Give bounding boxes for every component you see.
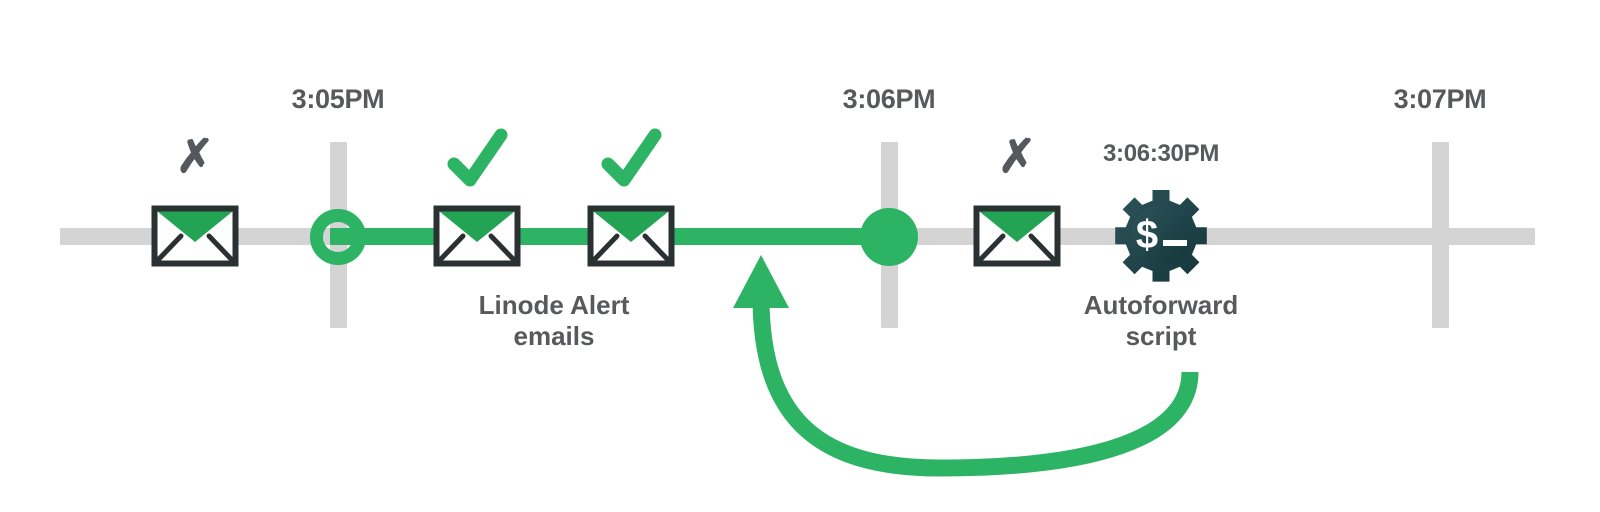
axis-tick-3-07pm xyxy=(1431,142,1449,328)
status-x-icon-event-4: ✗ xyxy=(997,130,1037,182)
axis-label-3-05pm: 3:05PM xyxy=(291,84,385,114)
envelope-icon-event-2 xyxy=(433,205,521,267)
status-x-icon-event-1: ✗ xyxy=(175,130,215,182)
status-check-icon-event-2 xyxy=(446,128,508,190)
axis-label-3-06pm: 3:06PM xyxy=(842,84,936,114)
caption-autoforward-script: Autoforward script xyxy=(1083,290,1239,351)
caption-linode-alert-emails: Linode Alert emails xyxy=(478,290,630,351)
envelope-icon-event-1 xyxy=(151,205,239,267)
circle-filled-icon-end-marker xyxy=(860,208,918,266)
envelope-icon-event-3 xyxy=(587,205,675,267)
node-time-autoforward: 3:06:30PM xyxy=(1102,140,1220,167)
gear-script-icon: $ xyxy=(1113,188,1209,284)
axis-label-3-07pm: 3:07PM xyxy=(1393,84,1487,114)
envelope-icon-event-4 xyxy=(973,205,1061,267)
svg-text:$: $ xyxy=(1136,213,1158,257)
circle-open-icon-start-marker xyxy=(310,209,366,265)
status-check-icon-event-3 xyxy=(600,128,662,190)
